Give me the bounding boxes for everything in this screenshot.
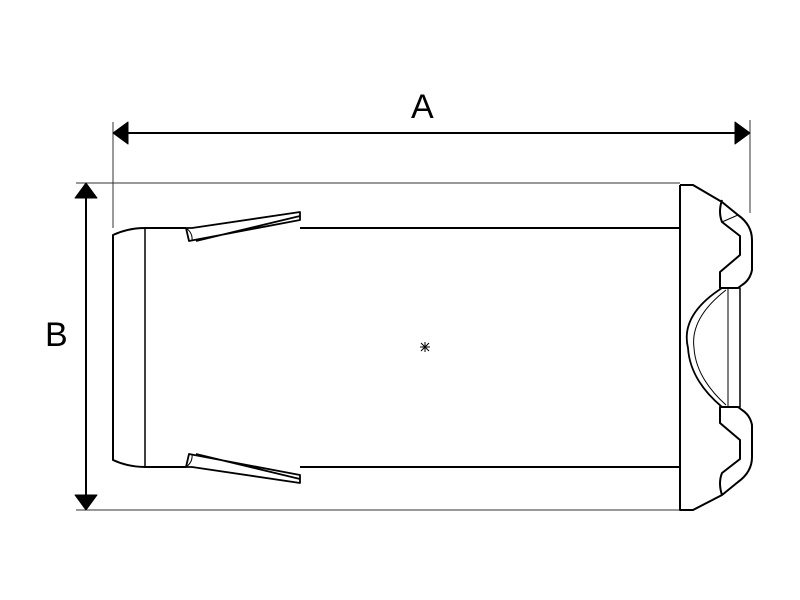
bottom-barb — [185, 453, 301, 484]
dimension-a — [112, 120, 751, 228]
center-mark-icon — [420, 342, 430, 352]
flange-bar — [720, 287, 741, 408]
body-outline — [112, 227, 680, 468]
flange-top-profile — [680, 184, 753, 289]
top-barb — [185, 211, 301, 242]
flange-bottom-profile — [679, 185, 753, 511]
handle-arc-inner — [693, 289, 727, 406]
top-barb-notch — [185, 227, 193, 242]
arrowhead-top — [74, 182, 98, 199]
bottom-barb-notch — [185, 453, 193, 468]
anchor-body — [112, 211, 680, 484]
arrowhead-bottom — [74, 494, 98, 511]
dimension-b-label: B — [45, 316, 68, 354]
arrowhead-right — [734, 121, 751, 145]
dimension-a-label: A — [411, 88, 434, 126]
arrowhead-left — [112, 121, 129, 145]
dimension-b — [74, 182, 680, 511]
handle-arc-outer — [685, 287, 723, 408]
flange — [679, 184, 753, 511]
flange-detail-top — [692, 184, 739, 223]
